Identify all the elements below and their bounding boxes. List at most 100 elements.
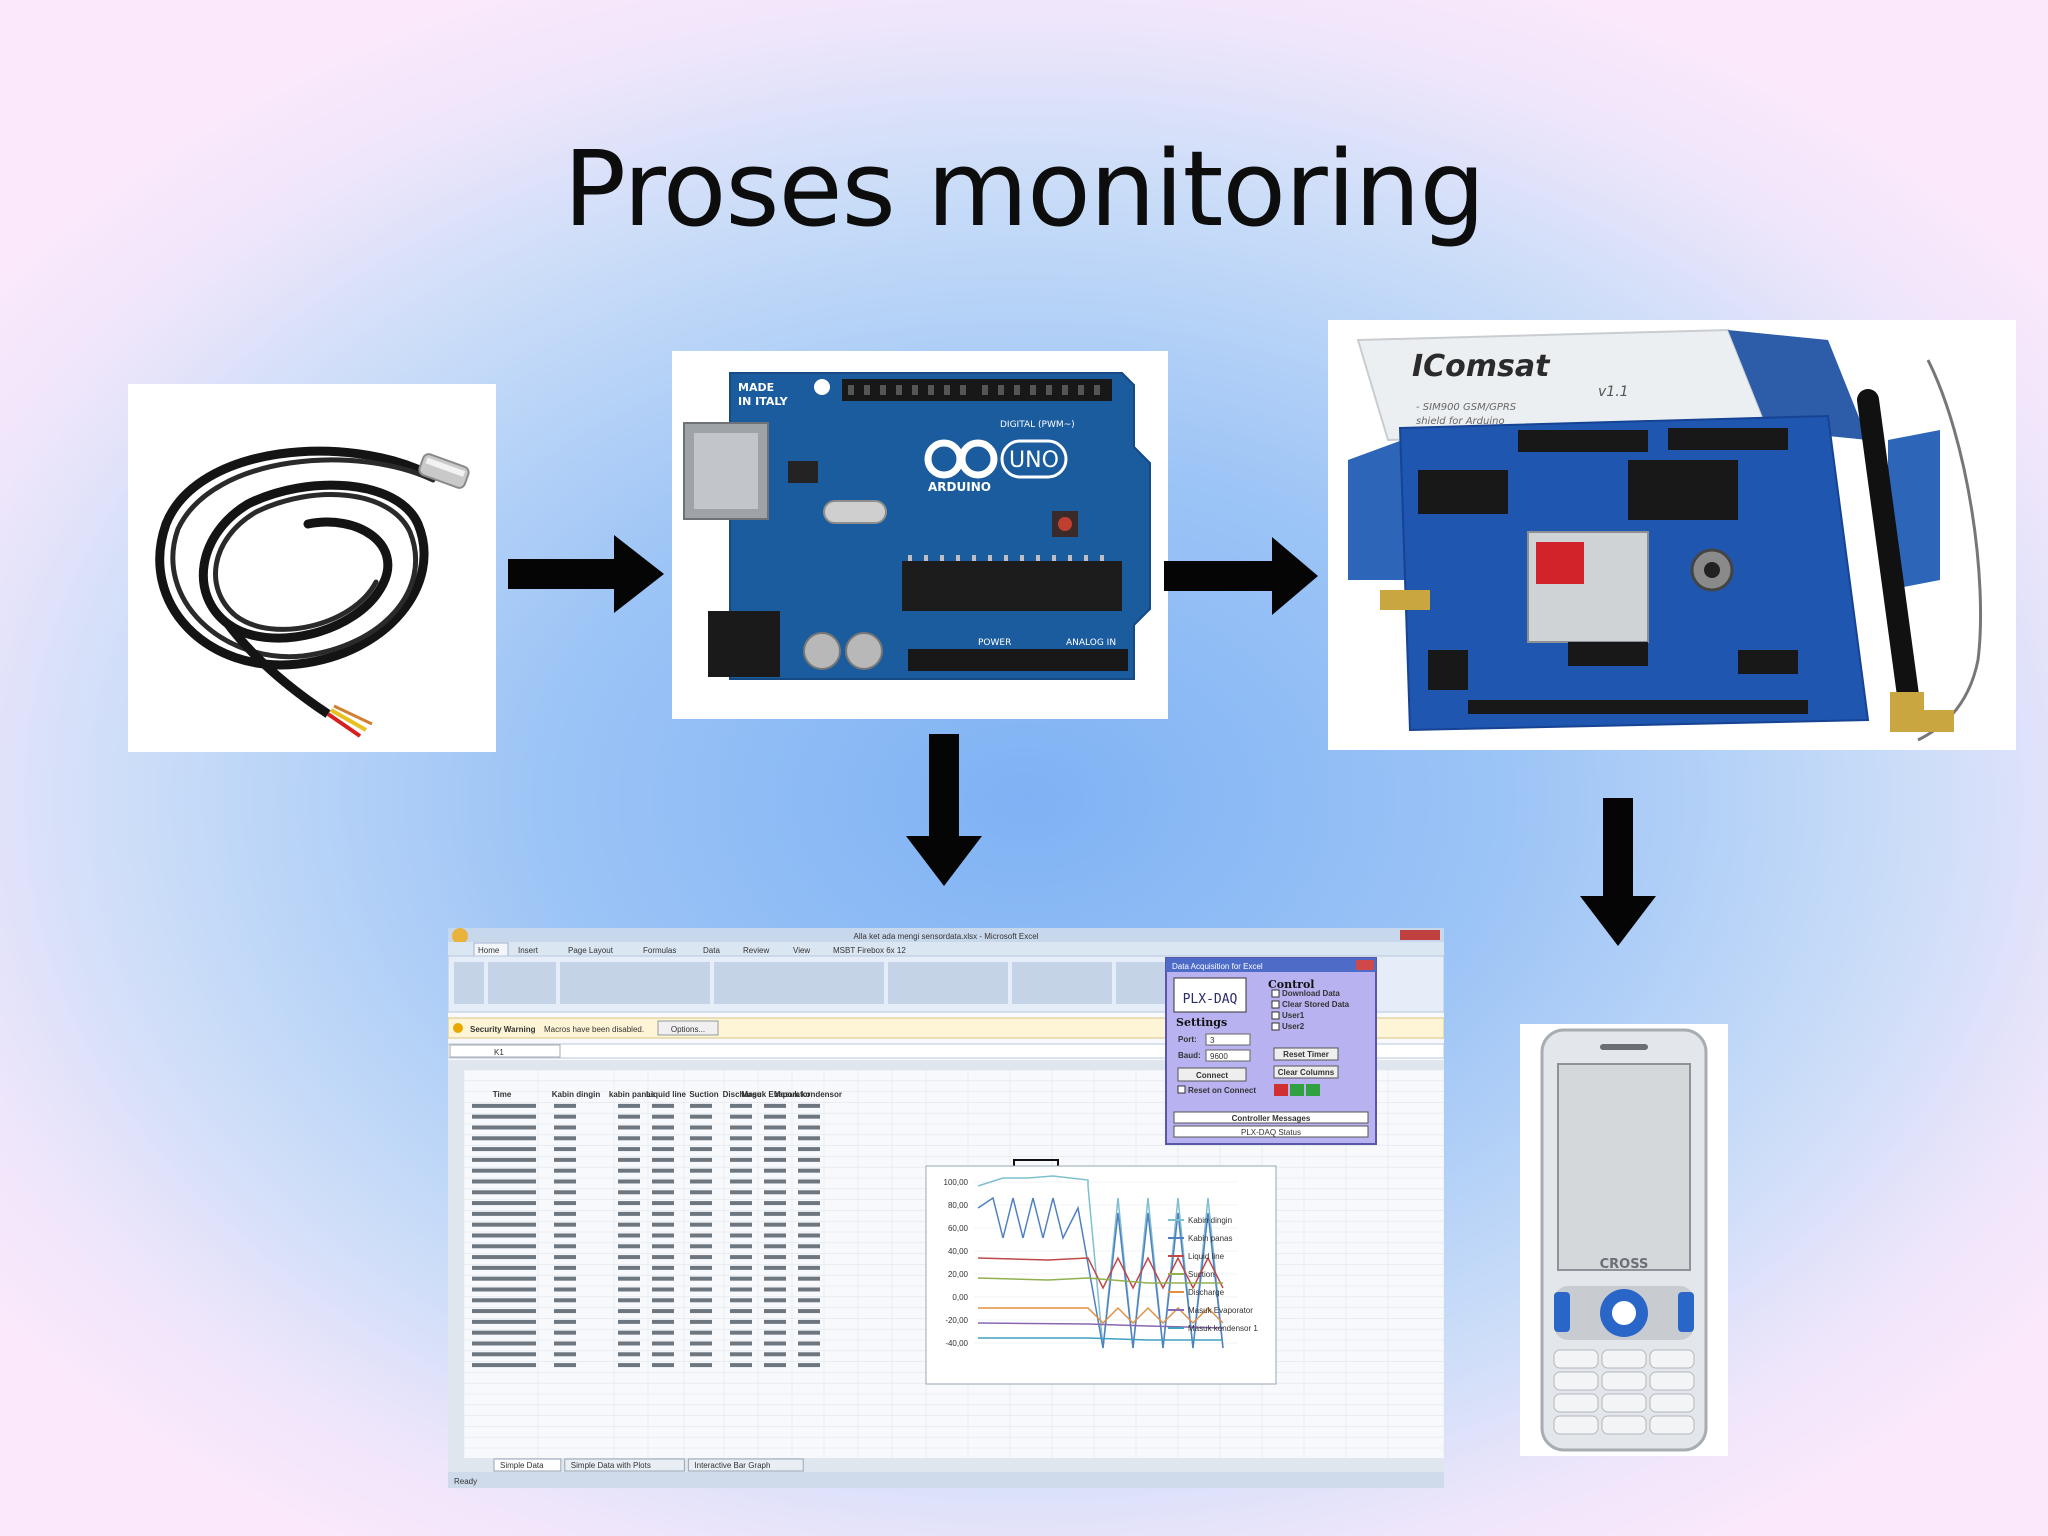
excel-column-header: kabin panas	[609, 1090, 656, 1099]
excel-column-header: Masuk Evaporator	[741, 1090, 810, 1099]
sheet-tab-label: Simple Data with Plots	[571, 1461, 651, 1470]
excel-name-box[interactable]	[449, 1044, 561, 1058]
arduino-model-label: UNO	[1009, 448, 1059, 473]
plx-daq-reset-checkbox[interactable]	[1177, 1085, 1186, 1094]
ribbon-tab-label[interactable]: Insert	[518, 946, 539, 955]
chart-legend-entry: Liquid line	[1188, 1252, 1225, 1261]
arduino-uno-photo: UNO ARDUINO MADE IN ITALY DIGITAL (PWM~)…	[672, 351, 1168, 719]
chart-ytick-label: 20,00	[948, 1270, 969, 1279]
excel-security-label: Security Warning	[470, 1025, 536, 1034]
excel-embedded-chart[interactable]: 100,00 80,00 60,00 40,00 20,00 0,00 -20,00 -40,…	[925, 1165, 1277, 1385]
plx-daq-port-select[interactable]	[1205, 1033, 1251, 1046]
plx-daq-control-label: Control	[1268, 978, 1314, 991]
plx-daq-connect-button[interactable]	[1177, 1067, 1247, 1082]
excel-window-title: Alla ket ada mengi sensordata.xlsx - Mic…	[854, 932, 1039, 941]
arrow-down-icon	[1580, 798, 1656, 946]
ribbon-tab-label[interactable]: Review	[743, 946, 769, 955]
plx-daq-option-label: Clear Stored Data	[1282, 1000, 1350, 1009]
excel-column-header: Kabin dingin	[552, 1090, 601, 1099]
chart-legend-entry: Kabin dingin	[1188, 1216, 1232, 1225]
plx-daq-indicator-green-2	[1306, 1084, 1320, 1096]
excel-options-label: Options...	[671, 1025, 705, 1034]
ribbon-tab-label[interactable]: View	[793, 946, 810, 955]
plx-daq-logo: PLX-DAQ	[1183, 992, 1238, 1007]
chart-ytick-label: 40,00	[948, 1247, 969, 1256]
sheet-tab[interactable]	[687, 1458, 804, 1472]
plx-daq-option-label: Download Data	[1282, 989, 1340, 998]
slide-title: Proses monitoring	[563, 128, 1485, 250]
chart-legend-entry: Suction	[1188, 1270, 1215, 1279]
sheet-tab-label: Interactive Bar Graph	[694, 1461, 770, 1470]
excel-column-header: Time	[493, 1090, 512, 1099]
excel-column-header: Suction	[689, 1090, 718, 1099]
plx-daq-connect-label: Connect	[1196, 1071, 1228, 1080]
plx-daq-option-label: User1	[1282, 1011, 1305, 1020]
chart-ytick-label: -40,00	[945, 1339, 968, 1348]
gsm-shield-photo: IComsat v1.1 - SIM900 GSM/GPRS shield fo…	[1328, 320, 2016, 750]
arduino-country-label: IN ITALY	[738, 395, 789, 408]
excel-column-header: Discharge	[723, 1090, 762, 1099]
plx-daq-status: PLX-DAQ Status	[1241, 1128, 1301, 1137]
excel-options-button[interactable]	[657, 1020, 719, 1036]
plx-daq-option-checkbox[interactable]	[1271, 1000, 1280, 1009]
ribbon-tab-label[interactable]: Home	[478, 946, 500, 955]
arduino-digital-label: DIGITAL (PWM~)	[1000, 420, 1075, 430]
gsm-subtitle-1: - SIM900 GSM/GPRS	[1416, 402, 1517, 413]
excel-column-header: Liquid line	[646, 1090, 687, 1099]
chart-legend-entry: Discharge	[1188, 1288, 1225, 1297]
arduino-made-label: MADE	[738, 381, 774, 394]
plx-daq-reset-timer-label: Reset Timer	[1283, 1050, 1329, 1059]
plx-daq-dialog[interactable]: Data Acquisition for Excel PLX-DAQ Setti…	[1165, 957, 1377, 1145]
temperature-sensor-probe-icon	[155, 446, 470, 738]
chart-legend-entry: Masuk Evaporator	[1188, 1306, 1253, 1315]
plx-daq-baud-value: 9600	[1210, 1052, 1228, 1061]
plx-daq-option-checkbox[interactable]	[1271, 1011, 1280, 1020]
arduino-brand-label: ARDUINO	[928, 480, 991, 494]
arduino-power-label: POWER	[978, 638, 1011, 648]
plx-daq-indicator-green	[1290, 1084, 1304, 1096]
plx-daq-option-checkbox[interactable]	[1271, 989, 1280, 998]
sheet-tab[interactable]	[493, 1458, 562, 1472]
sheet-tab-label: Simple Data	[500, 1461, 544, 1470]
plx-daq-indicator-red	[1274, 1084, 1288, 1096]
temperature-sensor-photo	[128, 384, 496, 752]
gsm-version-label: v1.1	[1598, 384, 1629, 400]
gsm-brand-label: IComsat	[1412, 349, 1551, 384]
plx-daq-reset-timer-button[interactable]	[1273, 1047, 1339, 1061]
ribbon-tab-label[interactable]: Formulas	[643, 946, 676, 955]
excel-name-box-value: K1	[494, 1048, 504, 1057]
plx-daq-controller-messages: Controller Messages	[1232, 1114, 1311, 1123]
plx-daq-port-value: 3	[1210, 1036, 1215, 1045]
plx-daq-clear-columns-button[interactable]	[1273, 1065, 1339, 1079]
mobile-phone-photo: CROSS	[1520, 1024, 1728, 1456]
plx-daq-settings-label: Settings	[1176, 1016, 1227, 1029]
excel-plx-daq-screenshot: Alla ket ada mengi sensordata.xlsx - Mic…	[448, 928, 1444, 1488]
arrow-right-icon	[1164, 537, 1318, 615]
phone-brand-label: CROSS	[1600, 1257, 1649, 1272]
chart-ytick-label: 60,00	[948, 1224, 969, 1233]
chart-ytick-label: 100,00	[944, 1178, 969, 1187]
ribbon-tab-label[interactable]: MSBT Firebox 6x 12	[833, 946, 906, 955]
plx-daq-option-checkbox[interactable]	[1271, 1022, 1280, 1031]
chart-legend-entry: Masuk kondensor 1	[1188, 1324, 1258, 1333]
chart-ytick-label: -20,00	[945, 1316, 968, 1325]
plx-daq-clear-columns-label: Clear Columns	[1278, 1068, 1335, 1077]
sheet-tab[interactable]	[564, 1458, 685, 1472]
close-icon[interactable]	[1356, 960, 1374, 970]
arrow-right-icon	[508, 535, 664, 613]
plx-daq-baud-select[interactable]	[1205, 1049, 1251, 1062]
excel-status-text: Ready	[454, 1477, 477, 1486]
arrow-down-icon	[906, 734, 982, 886]
chart-ytick-label: 80,00	[948, 1201, 969, 1210]
ribbon-tab-label[interactable]: Page Layout	[568, 946, 614, 955]
plx-daq-option-label: User2	[1282, 1022, 1305, 1031]
ribbon-tab-label[interactable]: Data	[703, 946, 720, 955]
chart-ytick-label: 0,00	[952, 1293, 968, 1302]
plx-daq-reset-label: Reset on Connect	[1188, 1086, 1256, 1095]
excel-security-text: Macros have been disabled.	[544, 1025, 644, 1034]
chart-legend-entry: Kabin panas	[1188, 1234, 1232, 1243]
plx-daq-dialog-title: Data Acquisition for Excel	[1172, 962, 1263, 971]
plx-daq-port-label: Port:	[1178, 1035, 1197, 1044]
gsm-subtitle-2: shield for Arduino	[1416, 416, 1505, 427]
arduino-analog-label: ANALOG IN	[1066, 638, 1116, 648]
